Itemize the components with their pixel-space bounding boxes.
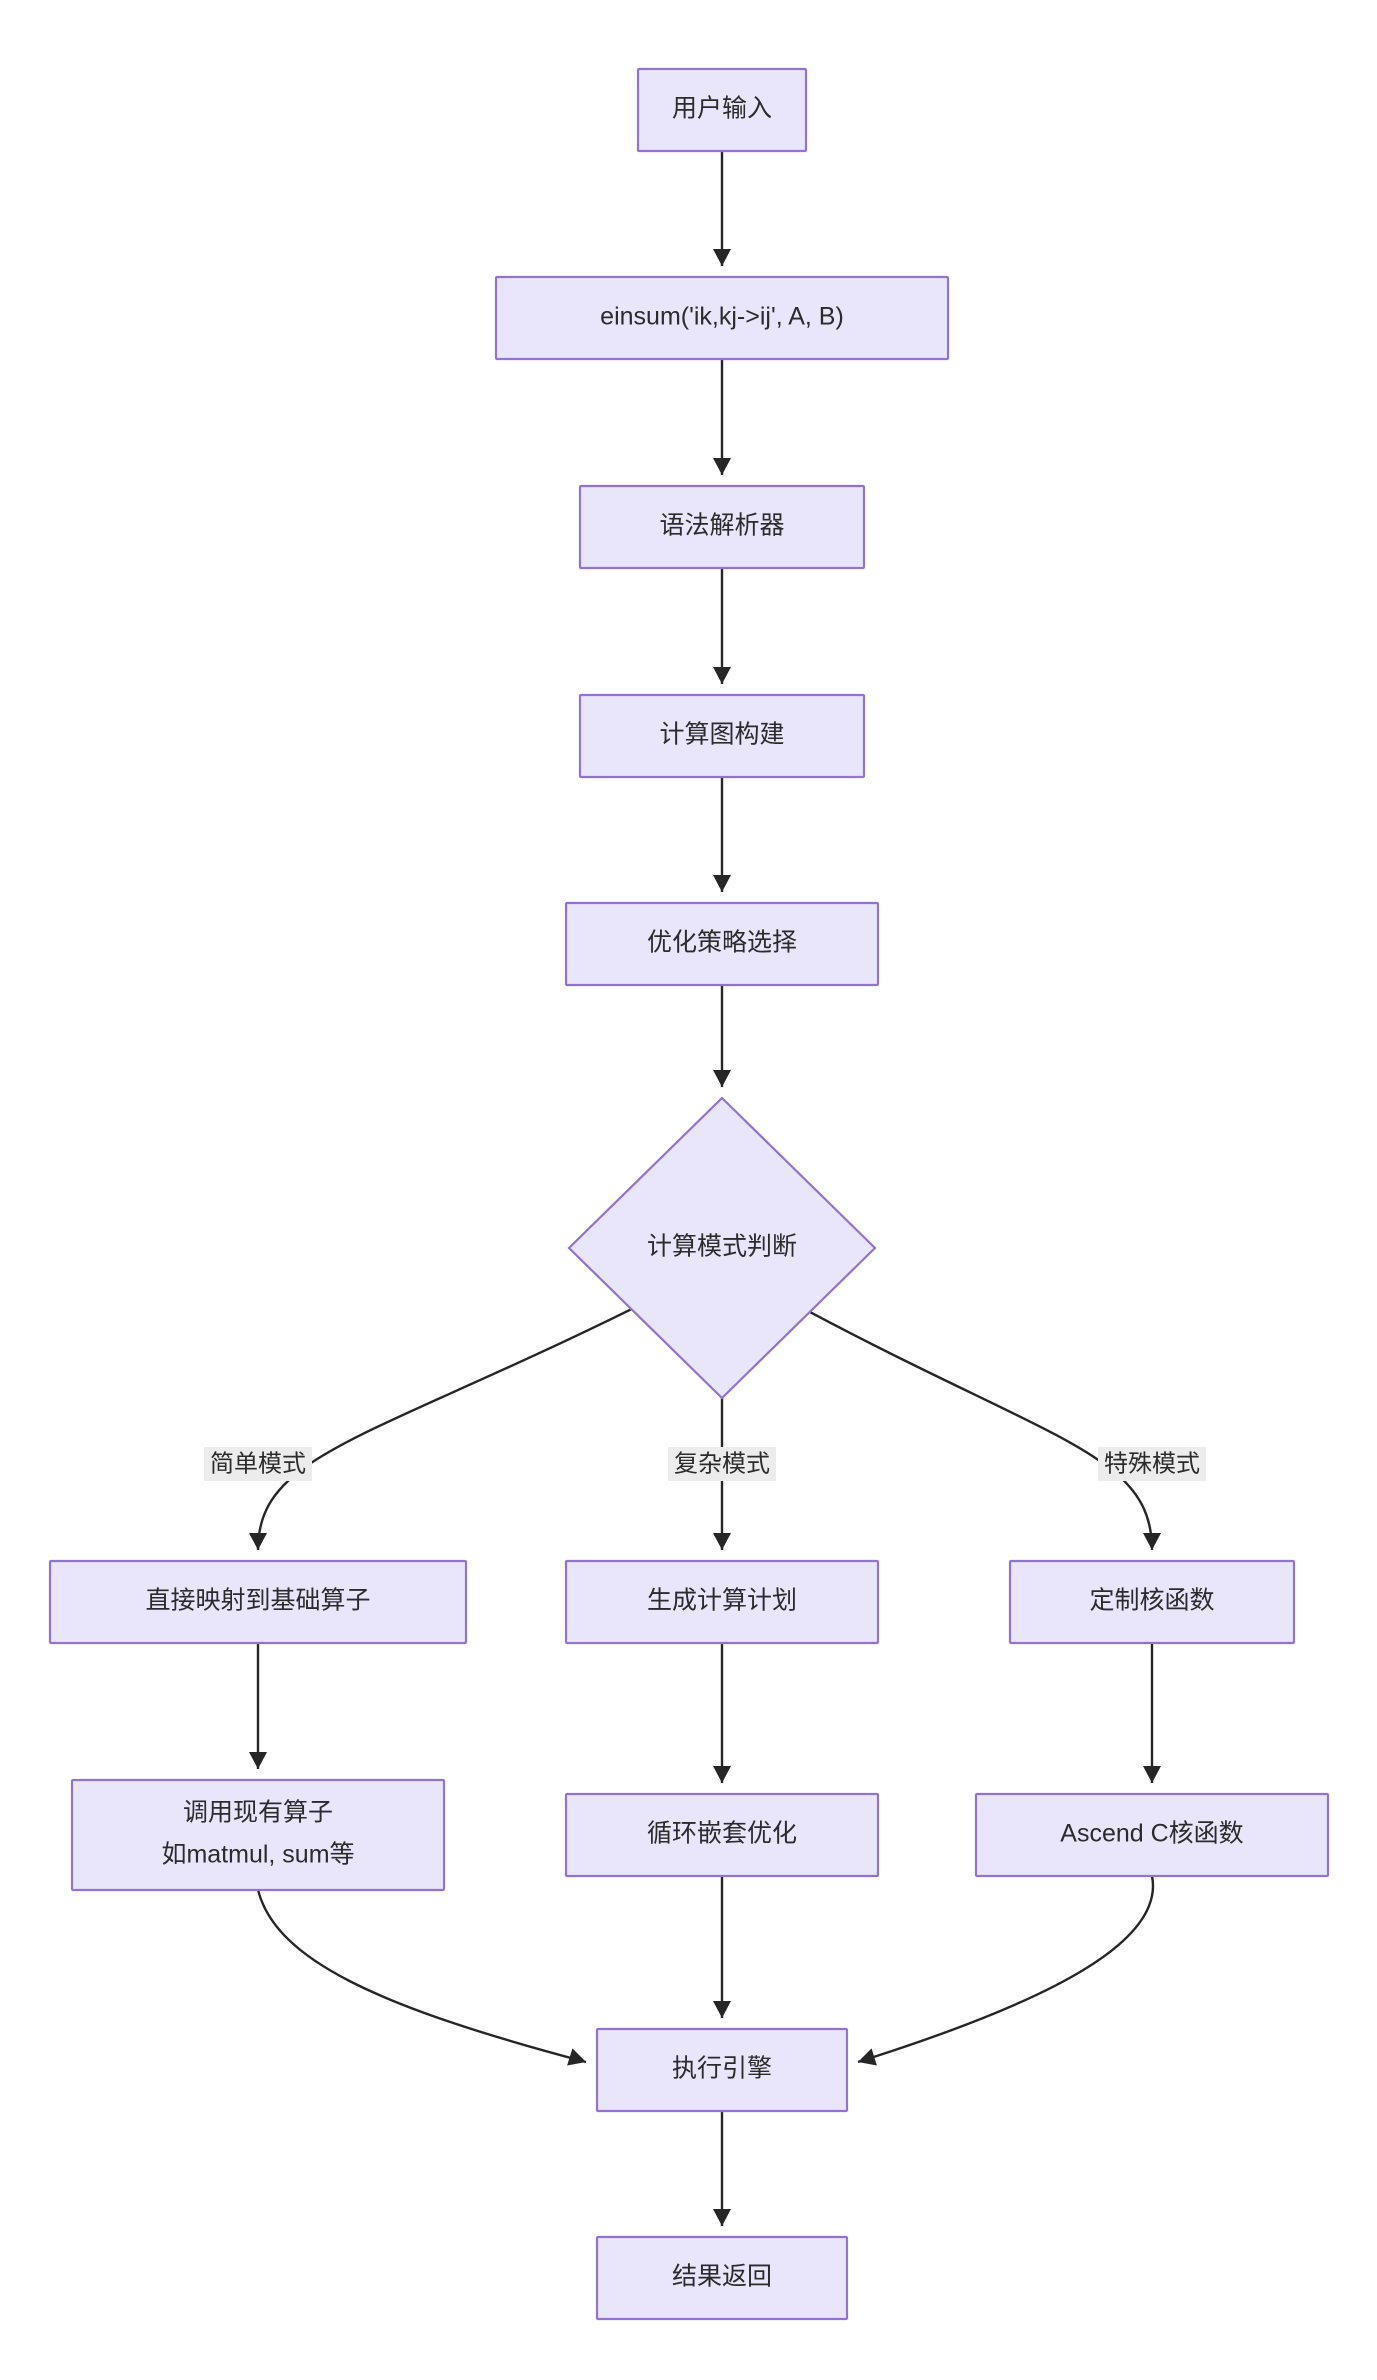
node-shape-rect[interactable] (578, 484, 866, 570)
node-shape-rect[interactable] (595, 2235, 849, 2321)
edge-mode_decision-to-custom_kernel (809, 1310, 1154, 1551)
node-label-graph_build: 计算图构建 (659, 721, 784, 749)
node-loop_opt[interactable]: 循环嵌套优化 (564, 1792, 880, 1878)
node-custom_kernel[interactable]: 定制核函数 (1008, 1559, 1296, 1645)
edge-arrowhead (713, 1070, 731, 1087)
edge-arrowhead (713, 1766, 731, 1783)
edge-label-background (1098, 1447, 1206, 1481)
node-shape-rect[interactable] (48, 1559, 468, 1645)
node-einsum_call[interactable]: einsum('ik,kj->ij', A, B) (494, 275, 950, 361)
edge-arrowhead (713, 249, 731, 266)
node-label-gen_plan: 生成计算计划 (647, 1587, 797, 1615)
nodes-layer: 用户输入 einsum('ik,kj->ij', A, B) 语法解析器计算图构建优… (48, 67, 1330, 2321)
node-shape-rect[interactable] (564, 1792, 880, 1878)
node-shape-rect[interactable] (70, 1778, 446, 1892)
edge-arrowhead (1143, 1766, 1161, 1783)
node-label-result_return: 结果返回 (672, 2263, 772, 2291)
node-shape-rect[interactable] (974, 1792, 1330, 1878)
edge-arrowhead (713, 667, 731, 684)
edge-arrowhead (1143, 1533, 1161, 1550)
node-label-ascend_kernel: Ascend C核函数 (1060, 1820, 1243, 1848)
edge-label-text: 特殊模式 (1104, 1450, 1200, 1477)
edge-call_existing-to-exec_engine (256, 1889, 587, 2064)
edge-ascend_kernel-to-exec_engine (857, 1875, 1155, 2064)
edge-label-e7: 复杂模式 (668, 1447, 776, 1481)
node-shape-rect[interactable] (564, 901, 880, 987)
node-shape-rect[interactable] (636, 67, 808, 153)
edge-arrowhead (567, 2048, 586, 2066)
edge-arrowhead (713, 458, 731, 475)
node-user_input[interactable]: 用户输入 (636, 67, 808, 153)
edge-arrowhead (713, 1533, 731, 1550)
node-label-syntax_parser: 语法解析器 (659, 512, 784, 540)
node-shape-diamond[interactable] (567, 1096, 877, 1400)
node-label-mode_decision: 计算模式判断 (647, 1233, 797, 1261)
edge-arrowhead (249, 1533, 267, 1550)
node-opt_strategy[interactable]: 优化策略选择 (564, 901, 880, 987)
edge-label-text: 简单模式 (210, 1450, 306, 1477)
node-label-einsum_call: einsum('ik,kj->ij', A, B) (600, 303, 844, 331)
edge-label-e8: 特殊模式 (1098, 1447, 1206, 1481)
node-result_return[interactable]: 结果返回 (595, 2235, 849, 2321)
edge-arrowhead (713, 875, 731, 892)
node-label-custom_kernel: 定制核函数 (1089, 1587, 1214, 1615)
edge-arrowhead (249, 1752, 267, 1769)
node-direct_map[interactable]: 直接映射到基础算子 (48, 1559, 468, 1645)
node-ascend_kernel[interactable]: Ascend C核函数 (974, 1792, 1330, 1878)
node-exec_engine[interactable]: 执行引擎 (595, 2027, 849, 2113)
edge-arrowhead (713, 2209, 731, 2226)
node-label-opt_strategy: 优化策略选择 (647, 929, 797, 957)
node-label-user_input: 用户输入 (672, 95, 772, 123)
node-label-loop_opt: 循环嵌套优化 (647, 1820, 797, 1848)
edge-label-text: 复杂模式 (674, 1450, 770, 1477)
node-shape-rect[interactable] (1008, 1559, 1296, 1645)
node-mode_decision[interactable]: 计算模式判断 (567, 1096, 877, 1400)
node-gen_plan[interactable]: 生成计算计划 (564, 1559, 880, 1645)
node-shape-rect[interactable] (564, 1559, 880, 1645)
node-label-direct_map: 直接映射到基础算子 (145, 1587, 370, 1615)
edge-arrowhead (858, 2048, 877, 2066)
edge-labels-layer: 简单模式 复杂模式 特殊模式 (204, 1447, 1206, 1481)
node-shape-rect[interactable] (595, 2027, 849, 2113)
node-shape-rect[interactable] (578, 693, 866, 779)
node-label-call_existing-line2: 如matmul, sum等 (161, 1841, 354, 1869)
edge-label-background (204, 1447, 312, 1481)
edge-label-e6: 简单模式 (204, 1447, 312, 1481)
edge-mode_decision-to-direct_map (256, 1308, 632, 1551)
node-graph_build[interactable]: 计算图构建 (578, 693, 866, 779)
edge-arrowhead (713, 2001, 731, 2018)
node-label-exec_engine: 执行引擎 (672, 2055, 772, 2083)
node-shape-rect[interactable] (494, 275, 950, 361)
node-syntax_parser[interactable]: 语法解析器 (578, 484, 866, 570)
node-label-call_existing-line1: 调用现有算子 (183, 1799, 333, 1827)
edge-label-background (668, 1447, 776, 1481)
